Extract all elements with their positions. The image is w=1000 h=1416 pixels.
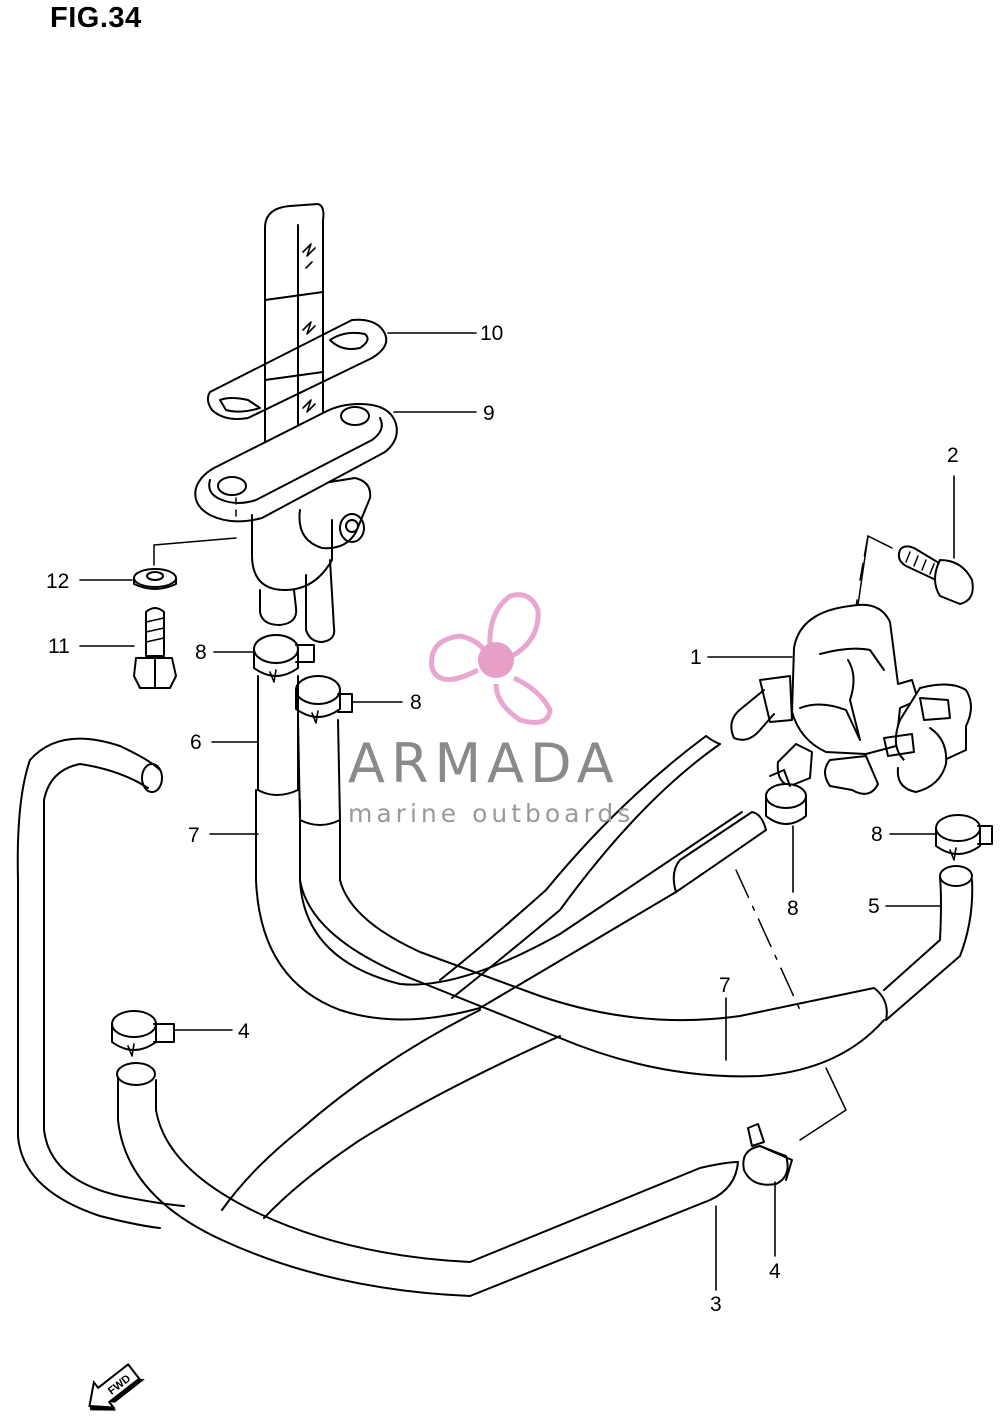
clamp-8-upper-left xyxy=(253,634,315,683)
clamp-8-upper-right xyxy=(295,675,353,724)
callout-3: 3 xyxy=(710,1293,722,1316)
clamp-8-mid-right xyxy=(765,769,807,825)
callout-7-right: 7 xyxy=(719,974,731,997)
callout-1: 1 xyxy=(690,646,702,669)
hose-upper-return xyxy=(439,735,721,999)
callout-8-right: 8 xyxy=(871,823,883,846)
callout-6: 6 xyxy=(190,731,202,754)
figure-title: FIG.34 xyxy=(50,2,142,34)
washer-12 xyxy=(133,568,177,590)
hose-7-lower xyxy=(299,817,974,1078)
bolt-2 xyxy=(897,545,974,605)
callout-11: 11 xyxy=(48,635,70,658)
callout-12: 12 xyxy=(46,570,69,593)
bolt-11 xyxy=(133,607,177,689)
propeller-icon xyxy=(429,592,553,725)
lever-plate xyxy=(206,318,388,420)
hose-7-upper xyxy=(255,789,767,1021)
clamp-4-left xyxy=(111,1010,175,1057)
callout-8-upper-left: 8 xyxy=(195,641,207,664)
callout-9: 9 xyxy=(483,402,495,425)
propeller-hub xyxy=(478,642,514,678)
fuel-pump-1 xyxy=(730,603,972,795)
fuel-cock-body xyxy=(194,403,398,643)
callout-4-left: 4 xyxy=(238,1020,250,1043)
callout-7-left: 7 xyxy=(188,824,200,847)
callout-4-right: 4 xyxy=(769,1260,781,1283)
brand-tagline: marine outboards xyxy=(348,799,634,828)
hose-3 xyxy=(16,737,739,1297)
clamp-8-right xyxy=(935,814,993,861)
callout-5: 5 xyxy=(868,895,880,918)
armada-logo: ARMADA marine outboards xyxy=(348,592,634,828)
callout-10: 10 xyxy=(480,322,503,345)
fwd-arrow-icon: FWD xyxy=(88,1363,145,1411)
hose-crossover xyxy=(221,1009,561,1219)
brand-name: ARMADA xyxy=(348,732,620,795)
callout-2: 2 xyxy=(947,444,959,467)
callout-8-upper-right: 8 xyxy=(410,691,422,714)
callout-8-mid: 8 xyxy=(787,897,799,920)
clamp-4-right xyxy=(742,1123,793,1186)
